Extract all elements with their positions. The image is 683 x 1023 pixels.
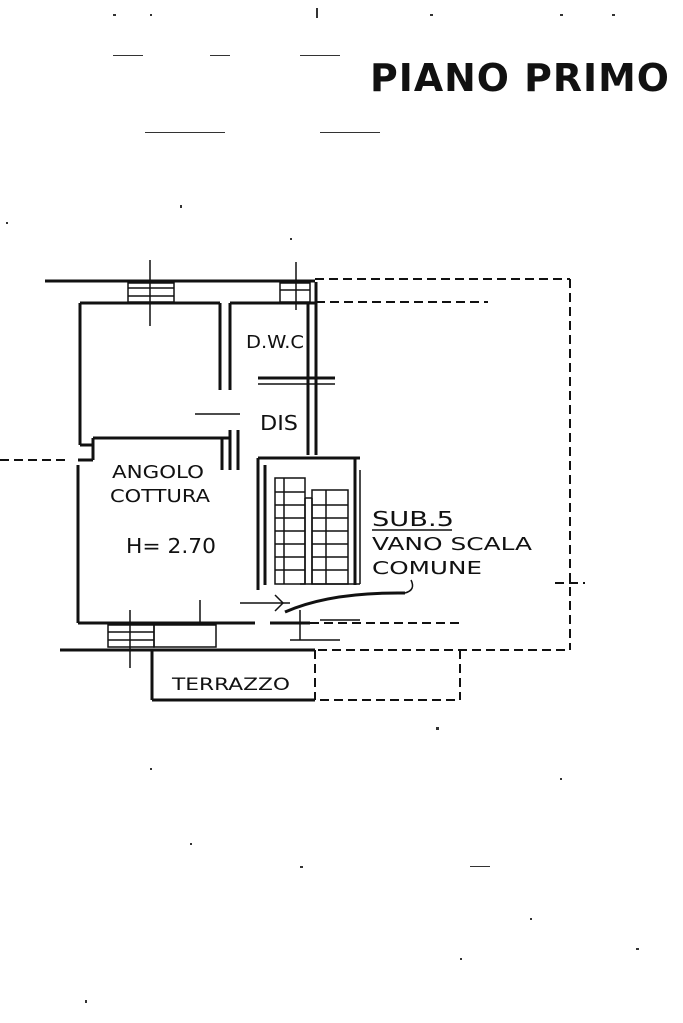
staircase <box>274 470 361 585</box>
terrazzo-balcony <box>150 648 315 702</box>
room-label-dis: DIS <box>260 411 298 435</box>
windows <box>107 260 311 668</box>
room-label-dwc: D.W.C <box>246 332 304 353</box>
entrance <box>240 579 414 641</box>
scan-noise <box>6 8 639 1003</box>
room-label-vano-scala: VANO SCALA <box>372 534 533 555</box>
sub-label: SUB.5 <box>372 507 454 531</box>
room-label-cottura: COTTURA <box>110 486 211 507</box>
room-label-terrazzo: TERRAZZO <box>171 675 290 695</box>
room-label-angolo: ANGOLO <box>112 462 204 483</box>
room-label-comune: COMUNE <box>372 558 482 579</box>
ceiling-height-label: H= 2.70 <box>126 534 216 558</box>
page-title: PIANO PRIMO <box>370 56 670 100</box>
walls <box>45 279 360 652</box>
